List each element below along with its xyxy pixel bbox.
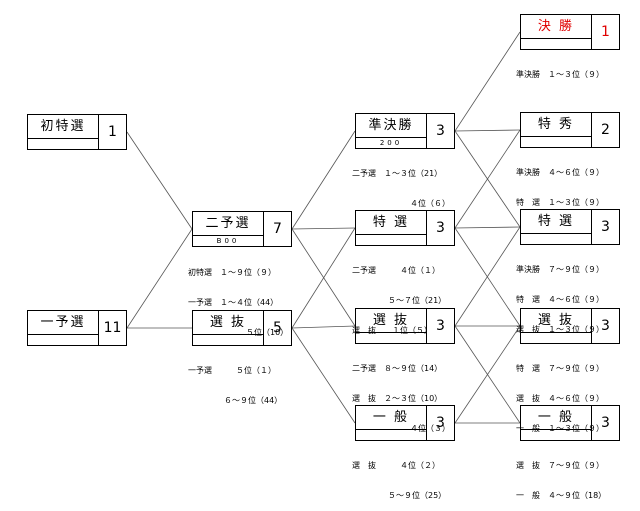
race-box-shotokusen: 初特選 1 (27, 114, 127, 150)
connector-niyo-junkessho (291, 130, 356, 230)
race-count: 3 (426, 405, 455, 441)
note-line: ５～９位（25） (388, 491, 447, 500)
note-line: 選 抜 １位（５） (352, 326, 432, 335)
note-line: 特 選 ４～６位（９） (516, 295, 604, 304)
note-line: 一予選 １～４位（44） (188, 298, 279, 307)
race-count: 3 (591, 209, 620, 245)
race-box-senbatsu-r4: 選 抜 3 (520, 308, 620, 344)
race-name: 特 選 (520, 209, 592, 234)
race-name: 特 秀 (520, 112, 592, 137)
race-box-tokusen-r4: 特 選 3 (520, 209, 620, 245)
note-line: 二予選 ８～９位（14） (352, 364, 443, 373)
race-sub (27, 138, 99, 150)
race-count: 3 (426, 113, 455, 149)
note-line: 準決勝 ４～６位（９） (516, 168, 604, 177)
race-name: 初特選 (27, 114, 99, 139)
race-name: 一 般 (520, 405, 592, 430)
connector-shotoku-niyo (126, 131, 193, 230)
note-line: 一 般 １～３位（９） (516, 424, 604, 433)
note-line: ５位（10） (246, 328, 289, 337)
race-box-ippan-r3: 一 般 3 (355, 405, 455, 441)
note-line: 選 抜 １～３位（９） (516, 325, 604, 334)
race-count: 3 (426, 210, 455, 246)
notes-ippan-r4: 選 抜 ７～９位（９） 一 般 ４～９位（18） (516, 441, 606, 511)
note-line: 一 般 ４～９位（18） (516, 491, 607, 500)
race-sub (520, 233, 592, 245)
connector-senbatsu1-ippan1 (291, 327, 356, 424)
note-line: 選 抜 ７～９位（９） (516, 461, 604, 470)
connector-junkessho-tokushu (454, 129, 521, 132)
notes-niyosen: 初特選 １～９位（９） 一予選 １～４位（44） ５位（10） (188, 248, 288, 348)
note-line: 一予選 ５位（１） (188, 366, 276, 375)
notes-tokusen-r4: 準決勝 ７～９位（９） 特 選 ４～６位（９） 選 抜 １～３位（９） (516, 245, 604, 345)
connector-senbatsu1-tokusen (291, 227, 356, 329)
note-line: 準決勝 １～３位（９） (516, 70, 604, 79)
notes-senbatsu-r3: 二予選 ８～９位（14） 選 抜 ２～３位（10） ４位（３） (352, 344, 450, 444)
connector-tokusen-tokusen2 (454, 226, 521, 229)
note-line: 特 選 ７～９位（９） (516, 364, 604, 373)
race-count: 7 (263, 211, 292, 247)
bracket-lines (126, 31, 521, 424)
race-sub: 200 (355, 137, 427, 149)
race-count: 5 (263, 310, 292, 346)
race-name: 一予選 (27, 310, 99, 335)
connector-ichiyo-niyo (126, 228, 193, 329)
race-box-ichiyosen: 一予選 11 (27, 310, 127, 346)
race-count: 3 (591, 405, 620, 441)
notes-tokusen-r3: 二予選 ４位（１） ５～７位（21） 選 抜 １位（５） (352, 246, 446, 346)
race-name: 選 抜 (192, 310, 264, 335)
race-name: 決 勝 (520, 14, 592, 39)
note-line: 選 抜 ４～６位（９） (516, 394, 604, 403)
race-count: 1 (98, 114, 127, 150)
race-sub (520, 38, 592, 50)
connector-senbatsu2-tokusen2 (454, 226, 521, 327)
connector-niyo-tokusen (291, 227, 356, 230)
race-sub (355, 234, 427, 246)
note-line: 特 選 １～３位（９） (516, 198, 604, 207)
notes-tokushu: 準決勝 ４～６位（９） 特 選 １～３位（９） (516, 148, 604, 218)
notes-senbatsu-r4: 特 選 ７～９位（９） 選 抜 ４～６位（９） 一 般 １～３位（９） (516, 344, 604, 444)
note-line: 二予選 ４位（１） (352, 266, 440, 275)
note-line: ４位（６） (410, 199, 450, 208)
race-box-ippan-r4: 一 般 3 (520, 405, 620, 441)
connector-tokusen-tokushu (454, 129, 521, 229)
note-line: 二予選 １～３位（21） (352, 169, 443, 178)
race-sub (27, 334, 99, 346)
race-box-niyosen: 二予選 B00 7 (192, 211, 292, 247)
race-box-senbatsu-r3: 選 抜 3 (355, 308, 455, 344)
notes-junkessho: 二予選 １～３位（21） ４位（６） (352, 149, 450, 219)
note-line: ４位（３） (410, 424, 450, 433)
race-count: 3 (591, 308, 620, 344)
race-name: 準決勝 (355, 113, 427, 138)
notes-senbatsu-r2: 一予選 ５位（１） ６～９位（44） (188, 346, 282, 416)
notes-kessho: 準決勝 １～３位（９） (516, 50, 604, 90)
race-box-tokushu: 特 秀 2 (520, 112, 620, 148)
race-box-kessho: 決 勝 1 (520, 14, 620, 50)
connector-ippan1-senbatsu3 (454, 325, 521, 424)
notes-ippan-r3: 選 抜 ４位（２） ５～９位（25） (352, 441, 446, 511)
note-line: 初特選 １～９位（９） (188, 268, 276, 277)
connector-senbatsu1-senbatsu2 (291, 325, 356, 329)
race-name: 二予選 (192, 211, 264, 236)
note-line: 選 抜 ２～３位（10） (352, 394, 443, 403)
race-name: 選 抜 (355, 308, 427, 333)
connector-junkessho-kessho (454, 31, 521, 132)
note-line: 準決勝 ７～９位（９） (516, 265, 604, 274)
race-sub (520, 136, 592, 148)
race-box-tokusen-r3: 特 選 3 (355, 210, 455, 246)
note-line: ５～７位（21） (388, 296, 447, 305)
race-box-senbatsu-r2: 選 抜 5 (192, 310, 292, 346)
race-count: 3 (426, 308, 455, 344)
race-box-junkessho: 準決勝 200 3 (355, 113, 455, 149)
race-count: 2 (591, 112, 620, 148)
note-line: ６～９位（44） (224, 396, 283, 405)
race-sub: B00 (192, 235, 264, 247)
race-count: 1 (591, 14, 620, 50)
race-name: 特 選 (355, 210, 427, 235)
note-line: 選 抜 ４位（２） (352, 461, 440, 470)
race-count: 11 (98, 310, 127, 346)
